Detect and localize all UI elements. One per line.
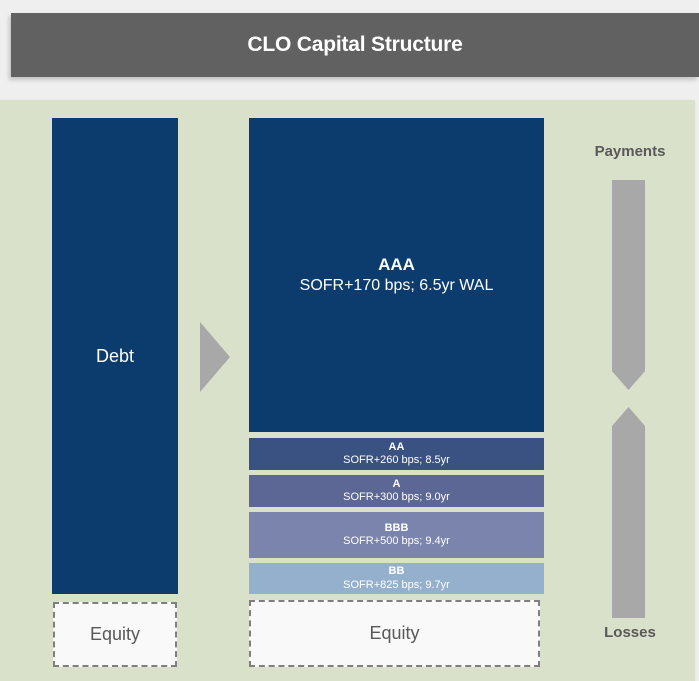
equity-box-middle: Equity bbox=[249, 600, 540, 667]
flow-arrow-right-icon bbox=[200, 322, 230, 392]
tranche-aa: AA SOFR+260 bps; 8.5yr bbox=[249, 438, 544, 470]
tranche-bb: BB SOFR+825 bps; 9.7yr bbox=[249, 563, 544, 594]
equity-box-left: Equity bbox=[53, 602, 177, 667]
tranche-a: A SOFR+300 bps; 9.0yr bbox=[249, 475, 544, 507]
equity-label-middle: Equity bbox=[369, 623, 420, 643]
tranche-rating: AA bbox=[388, 440, 405, 453]
tranche-rating: BB bbox=[388, 565, 405, 578]
tranche-rating: BBB bbox=[384, 521, 409, 534]
losses-label: Losses bbox=[604, 624, 656, 641]
diagram-panel: Debt Equity AAA SOFR+170 bps; 6.5yr WAL … bbox=[0, 100, 695, 681]
header-bar: CLO Capital Structure bbox=[11, 13, 699, 77]
equity-label-left: Equity bbox=[89, 624, 141, 644]
tranche-rating: A bbox=[392, 477, 401, 490]
tranche-terms: SOFR+260 bps; 8.5yr bbox=[343, 454, 450, 466]
payments-label: Payments bbox=[594, 143, 666, 160]
tranche-rating: AAA bbox=[378, 254, 415, 274]
tranche-aaa: AAA SOFR+170 bps; 6.5yr WAL bbox=[249, 118, 544, 432]
payments-down-arrow-icon bbox=[612, 180, 645, 390]
tranche-stack: AAA SOFR+170 bps; 6.5yr WAL AA SOFR+260 … bbox=[249, 118, 544, 594]
debt-bar: Debt bbox=[52, 118, 178, 594]
debt-label: Debt bbox=[95, 345, 135, 366]
tranche-terms: SOFR+825 bps; 9.7yr bbox=[343, 578, 450, 591]
tranche-bbb: BBB SOFR+500 bps; 9.4yr bbox=[249, 512, 544, 558]
tranche-terms: SOFR+170 bps; 6.5yr WAL bbox=[299, 276, 494, 294]
tranche-terms: SOFR+500 bps; 9.4yr bbox=[343, 535, 450, 547]
tranche-terms: SOFR+300 bps; 9.0yr bbox=[343, 491, 450, 503]
losses-up-arrow-icon bbox=[612, 407, 645, 618]
page-title: CLO Capital Structure bbox=[247, 33, 463, 56]
